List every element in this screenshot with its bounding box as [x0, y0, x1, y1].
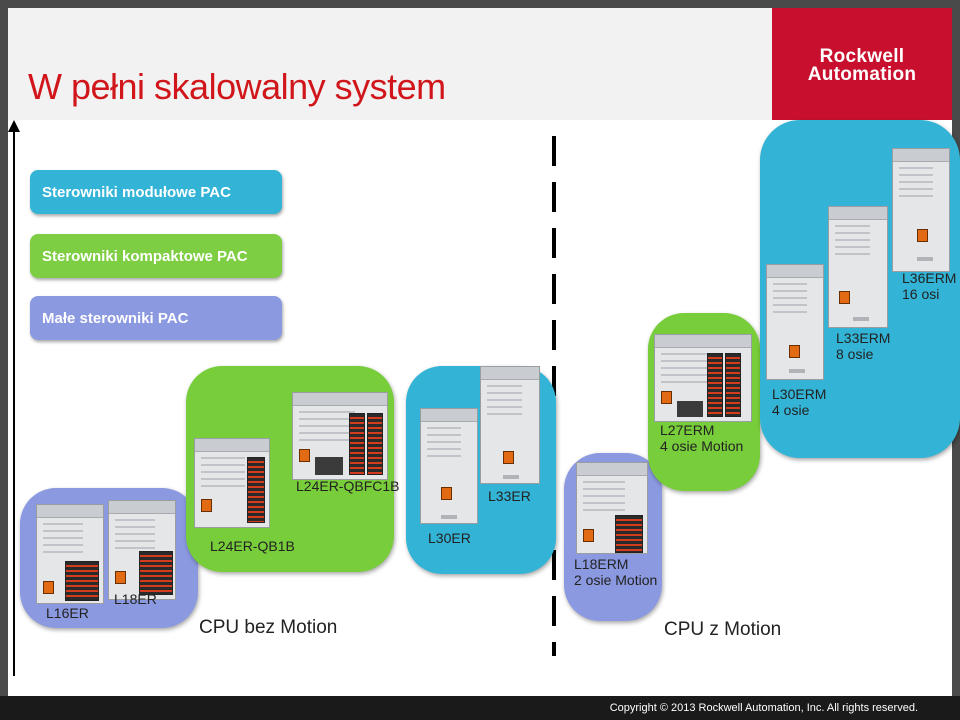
label-l33erm-axes: 8 osie — [836, 346, 874, 362]
label-l33erm: L33ERM 8 osie — [836, 330, 890, 362]
device-l33erm-image — [828, 206, 888, 328]
label-l30erm-axes: 4 osie — [772, 402, 810, 418]
category-modular-pac: Sterowniki modułowe PAC — [30, 170, 282, 214]
device-l30erm-image — [766, 264, 824, 380]
slide-header: W pełni skalowalny system Rockwell Autom… — [8, 8, 952, 120]
device-l27erm-image — [654, 334, 752, 422]
label-l24er-qb1b: L24ER-QB1B — [210, 538, 295, 554]
section-cpu-without-motion: CPU bez Motion — [199, 617, 338, 638]
label-l30erm-name: L30ERM — [772, 386, 827, 402]
label-l33erm-name: L33ERM — [836, 330, 891, 346]
label-l30er: L30ER — [428, 530, 471, 546]
logo-line-2: Automation — [807, 64, 917, 85]
label-l24er-qbfc1b: L24ER-QBFC1B — [296, 478, 400, 494]
label-l27erm-name: L27ERM — [660, 422, 715, 438]
copyright-text: Copyright © 2013 Rockwell Automation, In… — [609, 702, 918, 714]
slide: W pełni skalowalny system Rockwell Autom… — [8, 8, 960, 704]
device-l36erm-image — [892, 148, 950, 272]
label-l27erm: L27ERM 4 osie Motion — [660, 422, 743, 454]
rockwell-logo: Rockwell Automation — [772, 8, 952, 120]
device-l24er-qb1b-image — [194, 438, 270, 528]
label-l16er: L16ER — [46, 605, 89, 621]
label-l18er: L18ER — [114, 591, 157, 607]
scalability-axis — [13, 128, 15, 676]
section-cpu-with-motion: CPU z Motion — [664, 619, 782, 640]
device-l16er-image — [36, 504, 104, 604]
label-l18erm-axes: 2 osie Motion — [574, 572, 658, 588]
axis-arrow-icon — [8, 120, 20, 132]
logo-text: Rockwell Automation — [772, 46, 952, 85]
label-l36erm-name: L36ERM — [902, 270, 957, 286]
label-l36erm-axes: 16 osi — [902, 286, 940, 302]
label-l27erm-axes: 4 osie Motion — [660, 438, 744, 454]
label-l30erm: L30ERM 4 osie — [772, 386, 826, 418]
slide-footer: Copyright © 2013 Rockwell Automation, In… — [0, 696, 960, 720]
label-l18erm-name: L18ERM — [574, 556, 629, 572]
device-l18er-image — [108, 500, 176, 600]
label-l18erm: L18ERM 2 osie Motion — [574, 556, 657, 588]
category-small-pac: Małe sterowniki PAC — [30, 296, 282, 340]
label-l36erm: L36ERM 16 osi — [902, 270, 956, 302]
device-l33er-image — [480, 366, 540, 484]
category-compact-pac: Sterowniki kompaktowe PAC — [30, 234, 282, 278]
device-l18erm-image — [576, 462, 648, 554]
device-l24er-qbfc1b-image — [292, 392, 388, 480]
label-l33er: L33ER — [488, 488, 531, 504]
slide-title: W pełni skalowalny system — [28, 66, 446, 107]
device-l30er-image — [420, 408, 478, 524]
logo-line-1: Rockwell — [819, 46, 905, 67]
